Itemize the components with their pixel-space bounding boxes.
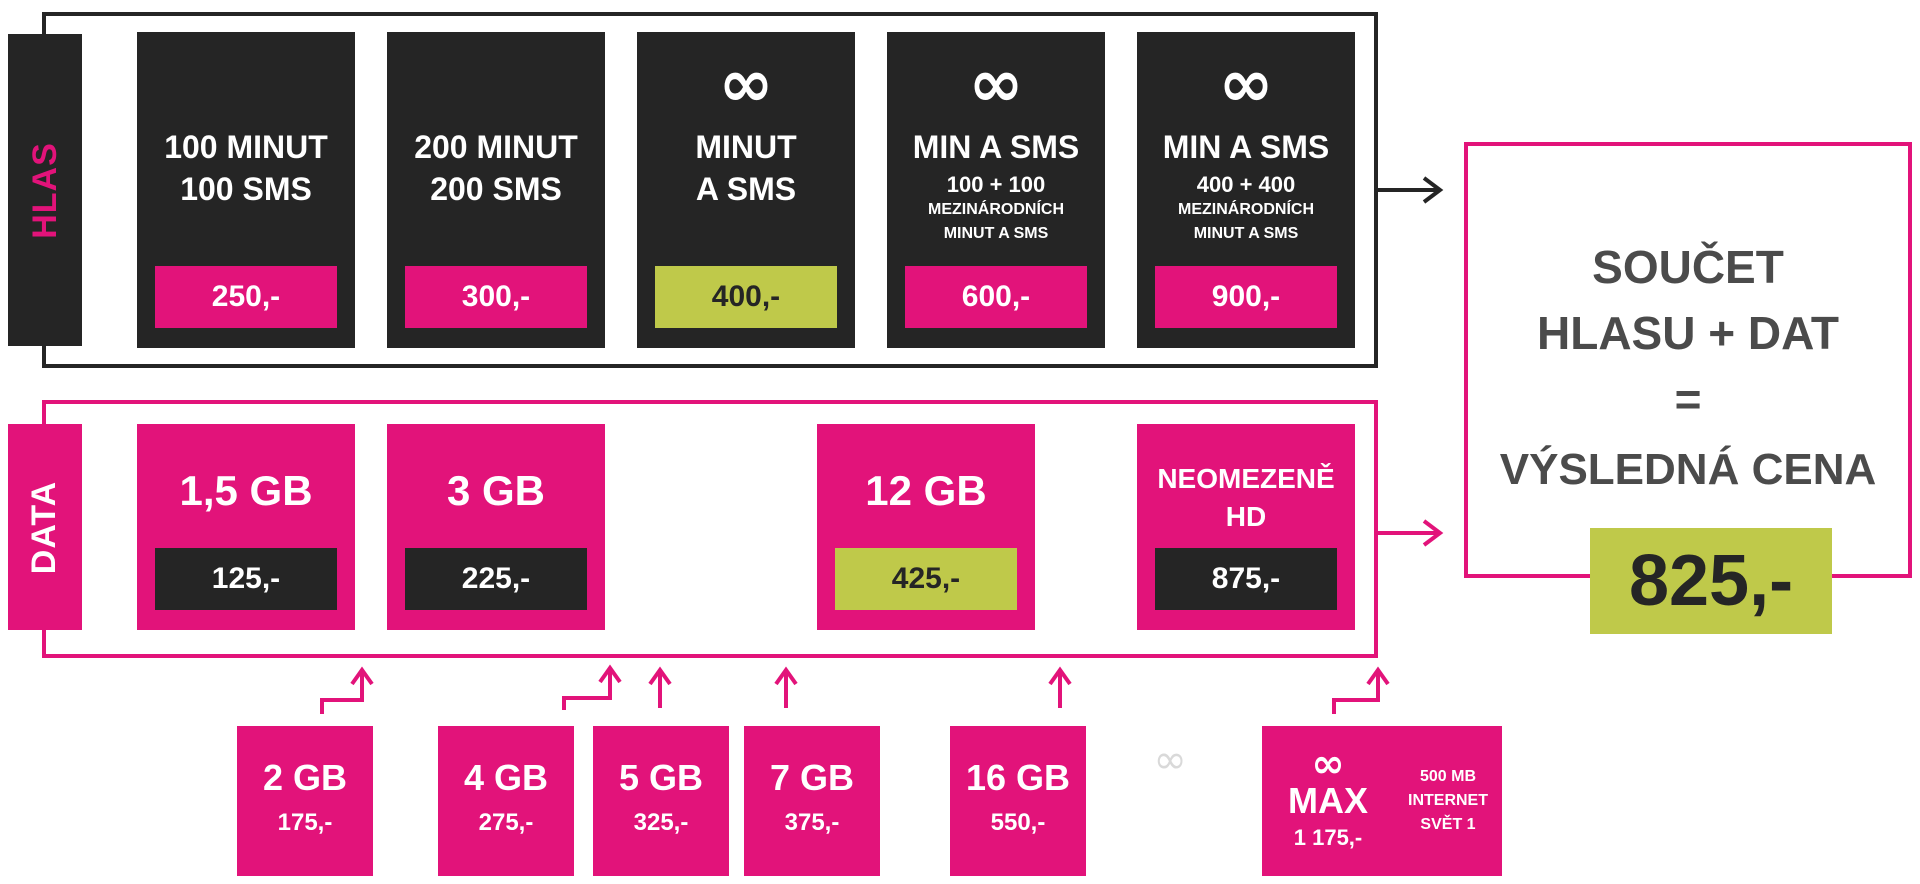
extra-card-max-main: ∞ MAX 1 175,- xyxy=(1262,726,1394,876)
voice-card-line1: MINUT xyxy=(695,129,797,165)
extra-card-2gb[interactable]: 2 GB 175,- xyxy=(237,726,373,876)
voice-card-sub3: MINUT A SMS xyxy=(1193,225,1299,242)
extra-card-16gb[interactable]: 16 GB 550,- xyxy=(950,726,1086,876)
extra-card-price: 275,- xyxy=(478,809,534,836)
faint-infinity-icon: ∞ xyxy=(1153,737,1187,783)
upgrade-arrow-4gb xyxy=(562,664,622,710)
result-line3: = xyxy=(1674,373,1702,425)
voice-card-line1: MIN A SMS xyxy=(912,129,1080,165)
data-price-badge: 425,- xyxy=(835,548,1017,610)
extra-card-size: 5 GB xyxy=(618,757,704,798)
extra-card-5gb[interactable]: 5 GB 325,- xyxy=(593,726,729,876)
extra-note-line2: INTERNET xyxy=(1408,792,1488,809)
extra-card-size: MAX xyxy=(1288,780,1368,821)
voice-price-badge: 900,- xyxy=(1155,266,1337,328)
data-card-size: 1,5 GB xyxy=(179,467,313,514)
data-card-1-5gb[interactable]: 1,5 GB 125,- xyxy=(137,424,355,630)
voice-card-line1: 200 MINUT xyxy=(414,129,578,165)
result-line2: HLASU + DAT xyxy=(1537,307,1839,359)
voice-card-sub2: MEZINÁRODNÍCH xyxy=(928,201,1064,218)
extra-card-size: 4 GB xyxy=(463,757,549,798)
data-card-3gb[interactable]: 3 GB 225,- xyxy=(387,424,605,630)
result-price-badge: 825,- xyxy=(1590,528,1832,634)
voice-card-sub3: MINUT A SMS xyxy=(943,225,1049,242)
voice-card-sub2: MEZINÁRODNÍCH xyxy=(1178,201,1314,218)
voice-card-intl-400[interactable]: ∞ MIN A SMS 400 + 400 MEZINÁRODNÍCH MINU… xyxy=(1137,32,1355,348)
voice-price-badge: 600,- xyxy=(905,266,1087,328)
extra-card-price: 1 175,- xyxy=(1293,825,1363,850)
extra-card-size: 16 GB xyxy=(965,757,1071,798)
voice-card-unlimited[interactable]: ∞ MINUT A SMS 400,- xyxy=(637,32,855,348)
voice-card-sub1: 400 + 400 xyxy=(1196,172,1296,197)
extra-card-7gb[interactable]: 7 GB 375,- xyxy=(744,726,880,876)
voice-card-line1: MIN A SMS xyxy=(1162,129,1330,165)
data-side-label: DATA xyxy=(8,424,82,630)
extra-card-max[interactable]: ∞ MAX 1 175,- 500 MB INTERNET SVĚT 1 xyxy=(1262,726,1502,876)
result-line4: VÝSLEDNÁ CENA xyxy=(1499,445,1877,494)
extra-card-price: 325,- xyxy=(633,809,689,836)
data-price-badge: 125,- xyxy=(155,548,337,610)
voice-card-sub1: 100 + 100 xyxy=(946,172,1046,197)
data-card-size: 3 GB xyxy=(446,467,546,514)
infinity-icon: ∞ xyxy=(718,45,774,122)
result-line1: SOUČET xyxy=(1592,241,1784,293)
extra-card-size: 7 GB xyxy=(769,757,855,798)
voice-price-badge: 250,- xyxy=(155,266,337,328)
upgrade-arrow-max xyxy=(1332,666,1390,714)
data-card-line1: NEOMEZENĚ xyxy=(1157,463,1335,494)
extra-card-price: 375,- xyxy=(784,809,840,836)
data-card-12gb[interactable]: 12 GB 425,- xyxy=(817,424,1035,630)
voice-card-line2: 100 SMS xyxy=(180,171,312,207)
data-price-badge: 225,- xyxy=(405,548,587,610)
data-card-size: 12 GB xyxy=(865,467,987,514)
infinity-icon: ∞ xyxy=(968,45,1024,122)
upgrade-arrow-16gb xyxy=(1048,666,1072,708)
infinity-icon: ∞ xyxy=(1218,45,1274,122)
voice-card-line2: 200 SMS xyxy=(430,171,562,207)
voice-price-badge: 300,- xyxy=(405,266,587,328)
voice-card-intl-100[interactable]: ∞ MIN A SMS 100 + 100 MEZINÁRODNÍCH MINU… xyxy=(887,32,1105,348)
upgrade-arrow-2gb xyxy=(320,666,374,714)
upgrade-arrow-7gb xyxy=(774,666,798,708)
voice-to-result-arrow xyxy=(1378,176,1444,204)
extra-note-line1: 500 MB xyxy=(1419,768,1477,785)
upgrade-arrow-5gb xyxy=(648,666,672,708)
voice-card-line2: A SMS xyxy=(695,171,797,207)
extra-card-size: 2 GB xyxy=(262,757,348,798)
data-card-unlimited-hd[interactable]: NEOMEZENĚ HD 875,- xyxy=(1137,424,1355,630)
infinity-icon: ∞ xyxy=(1311,741,1345,787)
voice-card-200[interactable]: 200 MINUT 200 SMS 300,- xyxy=(387,32,605,348)
voice-price-badge: 400,- xyxy=(655,266,837,328)
voice-side-label: HLAS xyxy=(8,34,82,346)
extra-note-line3: SVĚT 1 xyxy=(1420,816,1476,833)
extra-card-price: 175,- xyxy=(277,809,333,836)
data-price-badge: 875,- xyxy=(1155,548,1337,610)
result-box: SOUČET HLASU + DAT = VÝSLEDNÁ CENA xyxy=(1464,142,1912,578)
data-to-result-arrow xyxy=(1378,519,1444,547)
extra-card-4gb[interactable]: 4 GB 275,- xyxy=(438,726,574,876)
voice-card-line1: 100 MINUT xyxy=(164,129,328,165)
voice-card-100[interactable]: 100 MINUT 100 SMS 250,- xyxy=(137,32,355,348)
extra-card-max-note: 500 MB INTERNET SVĚT 1 xyxy=(1394,726,1502,876)
data-card-line2: HD xyxy=(1225,501,1267,532)
extra-card-price: 550,- xyxy=(990,809,1046,836)
